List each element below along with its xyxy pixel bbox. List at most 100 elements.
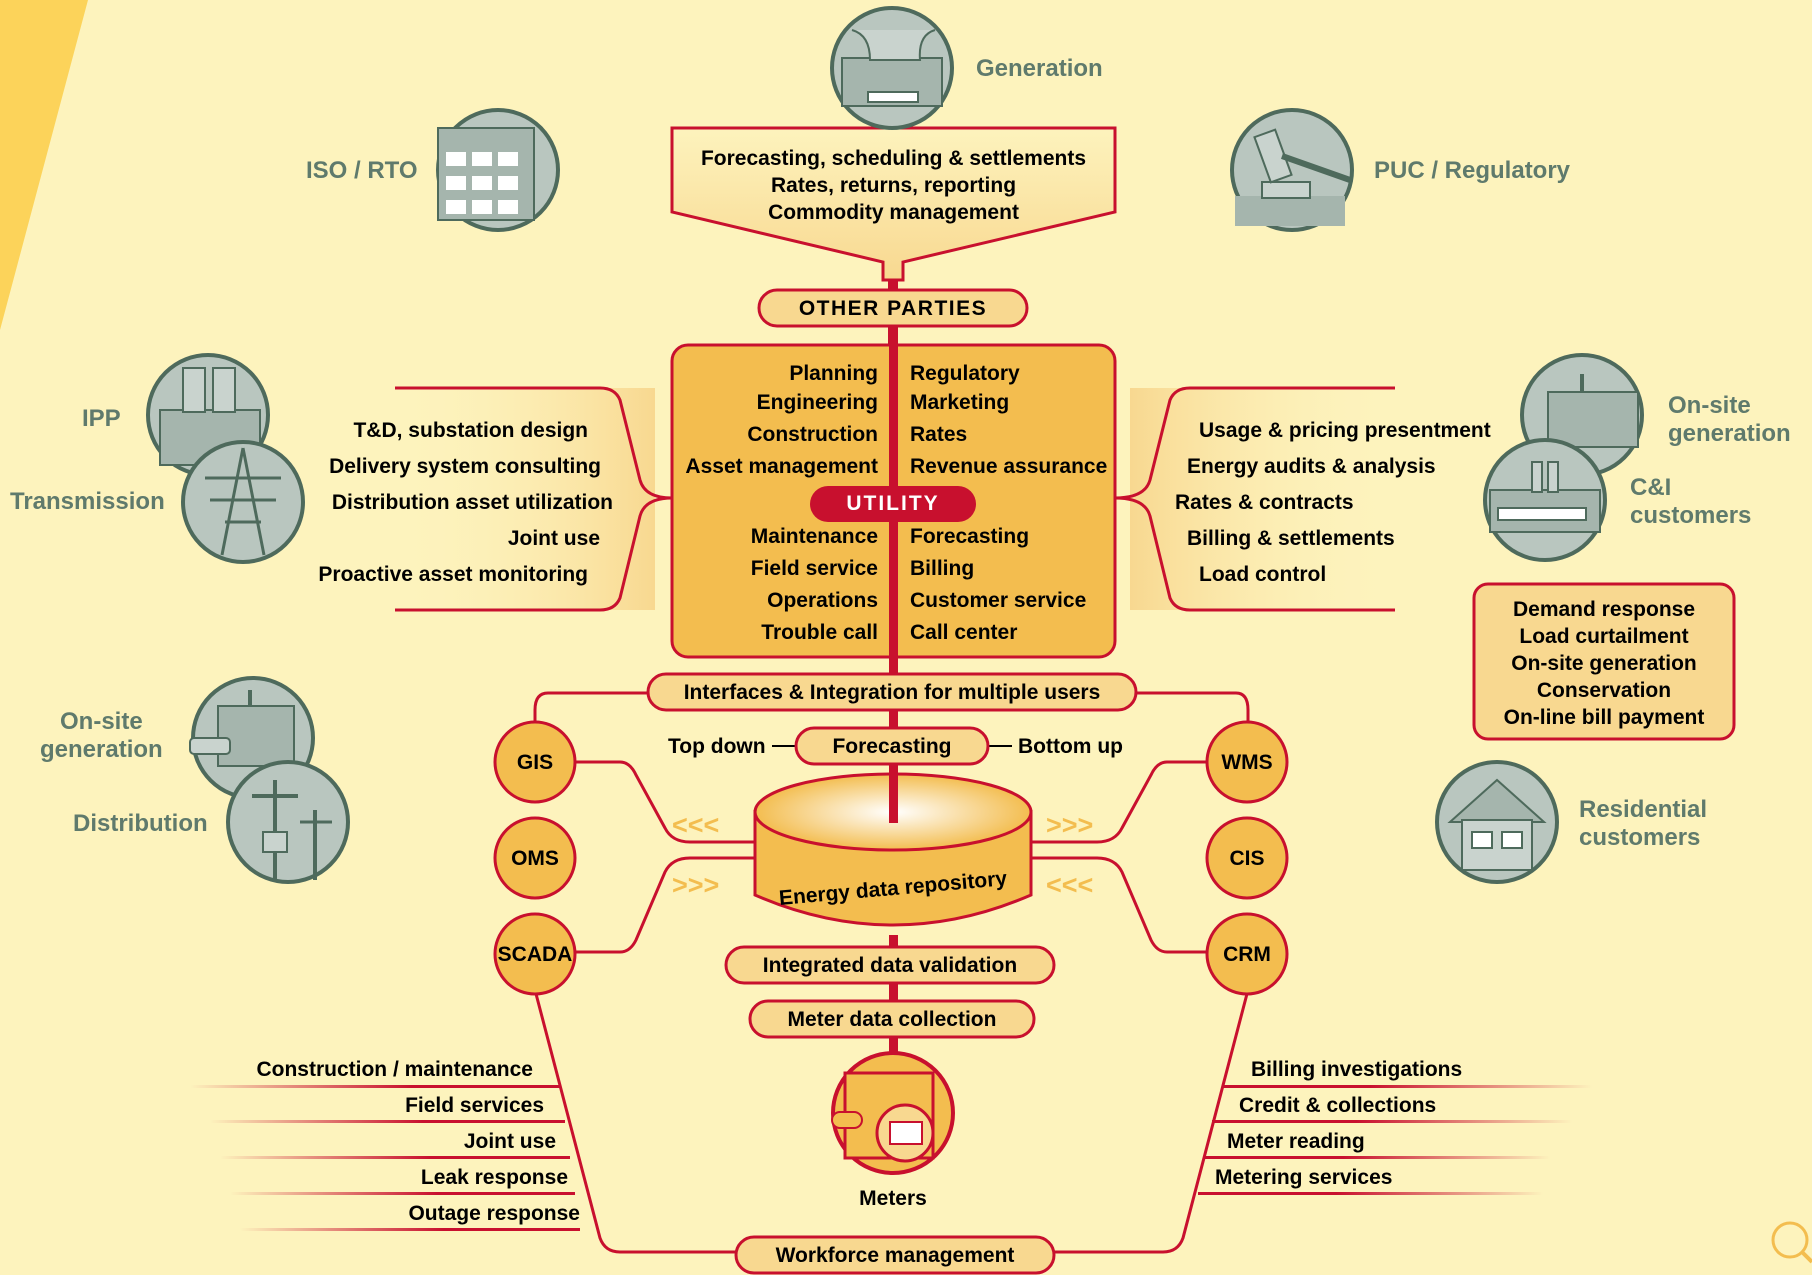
ipp-label: IPP (82, 405, 121, 432)
utility-right-2: Marketing (910, 391, 1010, 414)
right-panel-item-3: Rates & contracts (1175, 491, 1354, 514)
bottom-left-item-2: Field services (405, 1094, 544, 1117)
iso-rto-label: ISO / RTO (306, 157, 418, 184)
left-panel-item-2: Delivery system consulting (329, 455, 601, 478)
oms-label: OMS (511, 847, 559, 870)
bottom-right-item-4: Metering services (1215, 1166, 1393, 1189)
utility-right-3: Rates (910, 423, 968, 446)
left-panel-item-4: Joint use (507, 527, 600, 550)
top-box-line-1: Forecasting, scheduling & settlements (700, 147, 1087, 170)
top-box-line-3: Commodity management (768, 201, 1019, 224)
meter-icon (831, 1051, 955, 1175)
utility-left-2: Engineering (756, 391, 878, 414)
utility-right-4: Revenue assurance (910, 455, 1108, 478)
meters-label: Meters (859, 1187, 927, 1210)
left-panel-item-5: Proactive asset monitoring (318, 563, 588, 586)
utility-right-6: Billing (910, 557, 975, 580)
gis-node (493, 720, 577, 804)
right-panel-item-2: Energy audits & analysis (1187, 455, 1436, 478)
house-icon (1435, 760, 1559, 884)
onsite-generation-left-label: On-site generation (40, 708, 163, 763)
trunk-bottom (889, 935, 898, 1060)
utility-left-1: Planning (789, 362, 878, 385)
utility-left-6: Field service (750, 557, 878, 580)
left-panel-item-3: Distribution asset utilization (331, 491, 613, 514)
crm-node (1205, 912, 1289, 996)
transmission-tower-icon (181, 440, 305, 564)
bottom-right-lines (1198, 1085, 1592, 1195)
transmission-label: Transmission (10, 488, 165, 515)
onsite-generation-right-label: On-site generation (1668, 392, 1791, 447)
right-panel-item-4: Billing & settlements (1187, 527, 1395, 550)
other-parties-label: OTHER PARTIES (798, 297, 988, 320)
bottom-left-item-1: Construction / maintenance (256, 1058, 533, 1081)
bottom-left-item-5: Outage response (408, 1202, 580, 1225)
residential-customers-label: Residential customers (1579, 796, 1708, 851)
right-panel-item-1: Usage & pricing presentment (1199, 419, 1491, 442)
top-box-line-2: Rates, returns, reporting (770, 174, 1017, 197)
puc-label: PUC / Regulatory (1374, 157, 1571, 184)
demand-box (1472, 582, 1736, 741)
bottom-up-label: Bottom up (1018, 735, 1123, 758)
validation-pill (724, 945, 1056, 985)
collection-pill (748, 999, 1036, 1039)
arrows-out-left: >>> (672, 870, 720, 900)
utility-left-8: Trouble call (761, 621, 878, 644)
building-icon (436, 108, 560, 232)
distribution-pole-icon (226, 760, 350, 884)
utility-left-7: Operations (767, 589, 878, 612)
interfaces-label: Interfaces & Integration for multiple us… (683, 681, 1101, 704)
gavel-icon (1230, 108, 1354, 232)
right-panel-item-5: Load control (1199, 563, 1327, 586)
top-down-label: Top down (668, 735, 766, 758)
forecasting-label: Forecasting (832, 735, 952, 758)
bottom-left-lines (190, 1085, 580, 1231)
workforce-label: Workforce management (775, 1244, 1015, 1267)
right-panel-bg (1130, 388, 1395, 610)
collection-label: Meter data collection (787, 1008, 997, 1031)
utility-right-1: Regulatory (910, 362, 1020, 385)
utility-label: UTILITY (846, 492, 940, 515)
interfaces-pill (646, 672, 1138, 712)
top-box (670, 126, 1117, 282)
scada-node (493, 912, 577, 996)
distribution-label: Distribution (73, 810, 208, 837)
bottom-left-item-4: Leak response (420, 1166, 568, 1189)
other-parties-pill (757, 288, 1029, 328)
demand-item-3: On-site generation (1511, 652, 1697, 675)
oms-node (493, 816, 577, 900)
wms-node (1205, 720, 1289, 804)
arrows-in-left: <<< (672, 810, 720, 840)
utility-right-8: Call center (910, 621, 1018, 644)
bottom-right-item-3: Meter reading (1227, 1130, 1365, 1153)
crm-label: CRM (1223, 943, 1271, 966)
validation-label: Integrated data validation (762, 954, 1018, 977)
wms-label: WMS (1221, 751, 1273, 774)
demand-item-4: Conservation (1536, 679, 1672, 702)
left-panel-bg (395, 388, 655, 610)
workforce-pill (734, 1235, 1056, 1275)
power-plant-icon (830, 6, 954, 130)
arrows-out-right: >>> (1046, 810, 1094, 840)
left-panel-item-1: T&D, substation design (353, 419, 588, 442)
utility-right-5: Forecasting (910, 525, 1030, 548)
utility-pill (810, 486, 976, 522)
arrows-in-right: <<< (1046, 870, 1094, 900)
cis-node (1205, 816, 1289, 900)
gis-label: GIS (516, 751, 554, 774)
demand-item-2: Load curtailment (1519, 625, 1689, 648)
demand-item-1: Demand response (1512, 598, 1696, 621)
utility-left-4: Asset management (685, 455, 878, 478)
generation-label: Generation (976, 55, 1103, 82)
bottom-left-item-3: Joint use (463, 1130, 556, 1153)
factory-icon (1483, 438, 1607, 562)
ipp-plant-icon (146, 353, 270, 477)
forecasting-pill (794, 726, 990, 766)
magnifier-icon[interactable] (1771, 1221, 1812, 1264)
utility-left-3: Construction (747, 423, 878, 446)
demand-item-5: On-line bill payment (1503, 706, 1705, 729)
bottom-right-item-2: Credit & collections (1239, 1094, 1437, 1117)
bottom-right-item-1: Billing investigations (1251, 1058, 1463, 1081)
utility-left-5: Maintenance (750, 525, 878, 548)
